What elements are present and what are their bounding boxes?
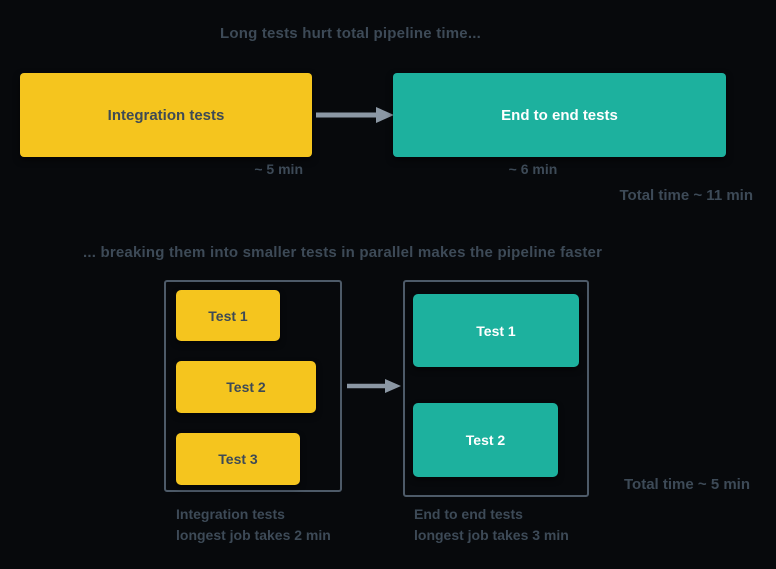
integration-test-2-box: Test 2 [176,361,316,413]
serial-section-title: Long tests hurt total pipeline time... [220,25,481,42]
end-to-end-tests-box: End to end tests [393,73,726,157]
e2e-parallel-group: Test 1 Test 2 [403,280,589,497]
e2e-test-1-box: Test 1 [413,294,579,367]
integration-test-3-box: Test 3 [176,433,300,485]
parallel-total-time: Total time ~ 5 min [624,476,750,493]
e2e-test-2-label: Test 2 [465,432,506,448]
end-to-end-tests-duration: ~ 6 min [508,161,558,177]
integration-tests-label: Integration tests [107,106,225,124]
integration-test-3-label: Test 3 [218,451,258,467]
integration-parallel-group: Test 1 Test 2 Test 3 [164,280,342,492]
integration-group-caption: Integration tests longest job takes 2 mi… [176,504,331,546]
integration-tests-box: Integration tests [20,73,312,157]
integration-test-1-label: Test 1 [208,307,248,324]
integration-caption-line2: longest job takes 2 min [176,527,331,543]
right-arrow-icon [314,103,396,132]
e2e-test-1-label: Test 1 [476,322,516,339]
integration-caption-line1: Integration tests [176,506,285,522]
integration-test-1-box: Test 1 [176,290,280,341]
e2e-caption-line2: longest job takes 3 min [414,527,569,543]
e2e-test-2-box: Test 2 [413,403,558,477]
serial-total-time: Total time ~ 11 min [619,187,753,204]
e2e-group-caption: End to end tests longest job takes 3 min [414,504,569,546]
integration-test-2-label: Test 2 [226,379,266,395]
integration-tests-duration: ~ 5 min [254,161,303,177]
end-to-end-tests-label: End to end tests [501,106,618,124]
right-arrow-icon [345,374,403,403]
parallel-section-title: ... breaking them into smaller tests in … [83,244,603,261]
e2e-caption-line1: End to end tests [414,506,523,522]
